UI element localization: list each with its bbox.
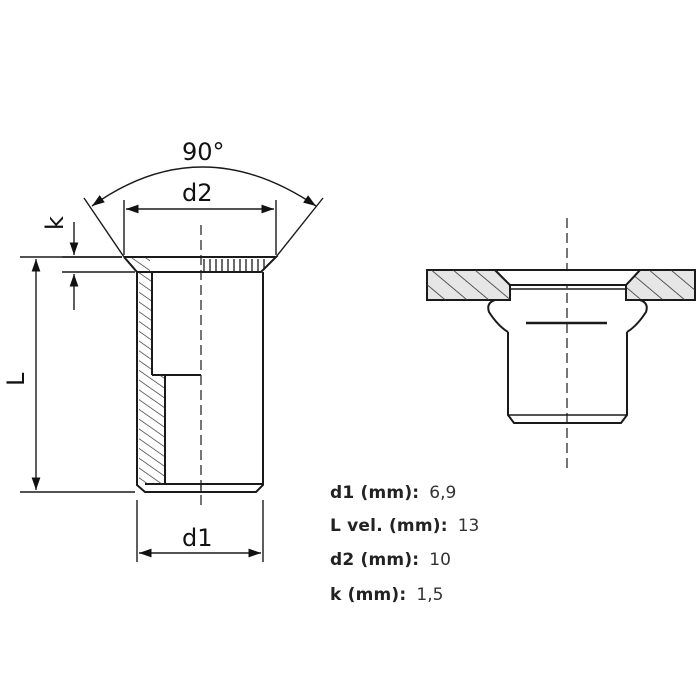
flange-hatch — [127, 258, 150, 271]
spec-label: d1 (mm): — [330, 483, 420, 503]
spec-label: L vel. (mm): — [330, 516, 448, 536]
spec-value: 6,9 — [429, 483, 457, 503]
flange-outline — [123, 256, 279, 273]
installed-body — [507, 332, 628, 424]
angle-label: 90° — [182, 138, 225, 166]
d1-label: d1 — [182, 524, 213, 552]
spec-label: d2 (mm): — [330, 550, 420, 570]
k-label: k — [41, 216, 69, 230]
spec-value: 1,5 — [416, 585, 444, 605]
L-dimension — [20, 256, 135, 493]
spec-d2: d2 (mm): 10 — [330, 550, 451, 570]
angle-dimension — [83, 166, 324, 258]
knurl-marks — [203, 259, 265, 271]
spec-length: L vel. (mm): 13 — [330, 516, 479, 536]
spec-d1: d1 (mm): 6,9 — [330, 483, 456, 503]
spec-value: 13 — [457, 516, 480, 536]
spec-value: 10 — [429, 550, 451, 570]
spec-k: k (mm): 1,5 — [330, 585, 443, 605]
wall-hatch-lower — [139, 375, 164, 484]
wall-hatch-upper — [139, 272, 151, 375]
installed-bulge — [487, 299, 648, 333]
d2-dimension — [123, 200, 277, 255]
installed-flange — [494, 269, 643, 286]
L-label: L — [2, 372, 30, 386]
d2-label: d2 — [182, 179, 213, 207]
spec-label: k (mm): — [330, 585, 407, 605]
installed-view — [426, 218, 696, 470]
d1-dimension — [136, 500, 264, 562]
section-view — [123, 225, 279, 505]
